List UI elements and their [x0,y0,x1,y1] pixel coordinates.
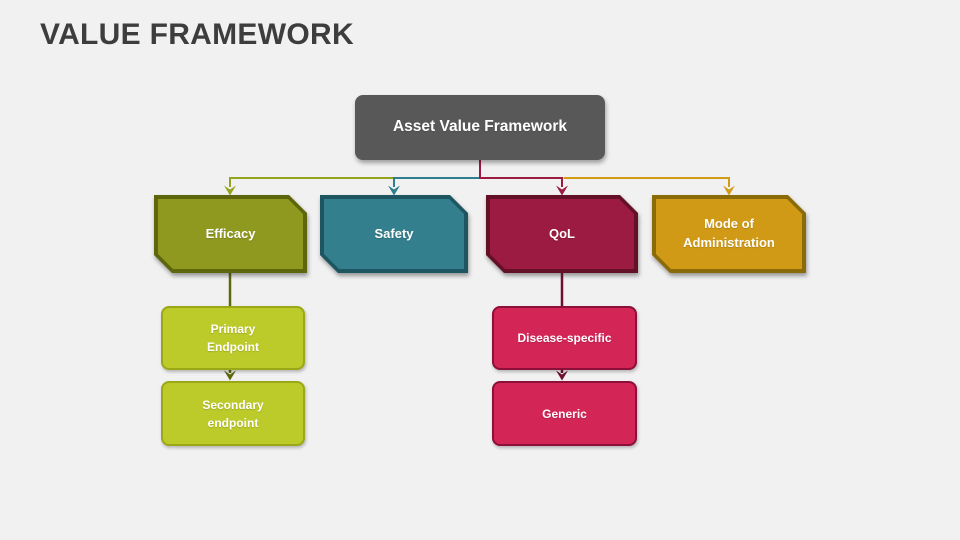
node-secondary-endpoint: Secondary endpoint [161,381,305,446]
node-safety: Safety [320,195,468,273]
node-generic: Generic [492,381,637,446]
page-title: VALUE FRAMEWORK [40,18,354,51]
arrowhead-efficacy [224,185,236,196]
arrowhead-secondary [224,370,236,381]
node-mode-fill: Mode of Administration [656,199,802,269]
node-qol: QoL [486,195,638,273]
node-qol-fill: QoL [490,199,634,269]
arrowhead-generic [556,370,568,381]
arrowhead-qol [556,185,568,196]
node-mode-of-administration: Mode of Administration [652,195,806,273]
node-label: Efficacy [205,225,256,241]
node-label: Generic [542,406,587,421]
node-label: Disease-specific [517,331,612,345]
connector-mode [563,177,730,187]
connector-qol [479,160,563,187]
node-label: Primary Endpoint [207,322,259,354]
node-asset-value-framework: Asset Value Framework [355,95,605,160]
node-primary-endpoint: Primary Endpoint [161,306,305,370]
node-label: Mode of Administration [683,216,775,250]
node-safety-fill: Safety [324,199,464,269]
node-efficacy-fill: Efficacy [158,199,303,269]
node-label: Secondary endpoint [202,397,264,430]
node-disease-specific: Disease-specific [492,306,637,370]
node-label: Asset Value Framework [392,118,568,136]
connector-efficacy [229,177,394,187]
arrowhead-safety [388,185,400,196]
node-label: QoL [549,225,575,241]
node-label: Safety [374,225,414,241]
node-efficacy: Efficacy [154,195,307,273]
connector-safety [393,177,481,187]
arrowhead-mode [723,185,735,196]
